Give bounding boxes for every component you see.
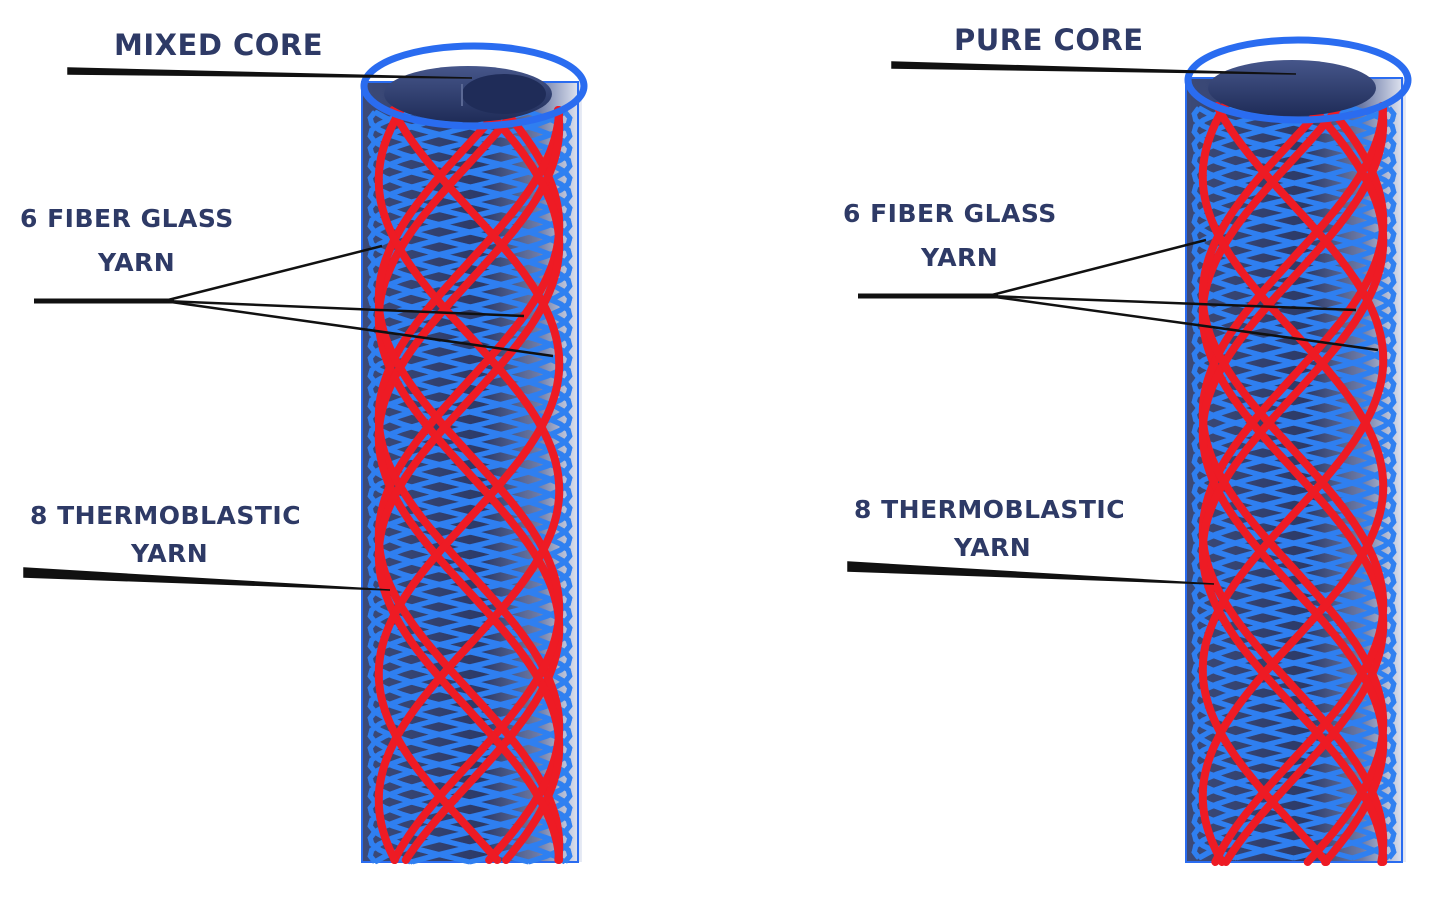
- thermoplastic-strand: [1198, 102, 1388, 866]
- pure-fiber-glass-label: 6 FIBER GLASS: [843, 199, 1057, 228]
- thermoplastic-yarns: [1198, 102, 1388, 866]
- mixed-core-title: MIXED CORE: [114, 28, 324, 62]
- thermo-leader-line: [847, 561, 1215, 585]
- thermoplastic-strand: [1198, 102, 1388, 866]
- thermoplastic-strand: [374, 106, 564, 864]
- core-leader-line: [891, 61, 1297, 75]
- fiber-leader-line: [163, 299, 525, 318]
- thermo-leader-line: [23, 567, 391, 591]
- fiber-glass-strand: [367, 109, 573, 865]
- fiber-leader-line: [987, 238, 1207, 298]
- core-cap-second-half: [462, 74, 546, 114]
- thermoplastic-strand: [374, 106, 564, 864]
- thermoplastic-yarns: [374, 106, 564, 864]
- rod-top-rim: [360, 42, 588, 130]
- thermoplastic-strand: [1198, 102, 1388, 866]
- core-cap: [1208, 60, 1376, 116]
- mixed-thermo-label-yarn: YARN: [131, 539, 209, 568]
- pure-thermo-label-yarn: YARN: [954, 533, 1032, 562]
- mixed-core-diagram: [23, 42, 588, 865]
- rod-top-rim: [1184, 36, 1412, 124]
- mixed-fiber-glass-label: 6 FIBER GLASS: [20, 204, 234, 233]
- pure-thermo-label: 8 THERMOBLASTIC: [854, 495, 1126, 524]
- thermoplastic-strand: [1198, 102, 1388, 866]
- fiber-leader-line: [987, 294, 1357, 312]
- pure-core-diagram: [847, 36, 1412, 866]
- mixed-fiber-glass-label-yarn: YARN: [98, 248, 176, 277]
- fiber-leader-line: [163, 299, 554, 358]
- core-leader-line: [67, 67, 473, 79]
- fiber-leader-line: [987, 294, 1379, 352]
- fiber-leader-line: [163, 244, 383, 303]
- mixed-thermo-label: 8 THERMOBLASTIC: [30, 501, 302, 530]
- thermoplastic-strand: [374, 106, 564, 864]
- pure-core-title: PURE CORE: [954, 23, 1144, 57]
- pure-fiber-glass-label-yarn: YARN: [921, 243, 999, 272]
- thermoplastic-strand: [374, 106, 564, 864]
- fiber-glass-strand: [1191, 105, 1397, 861]
